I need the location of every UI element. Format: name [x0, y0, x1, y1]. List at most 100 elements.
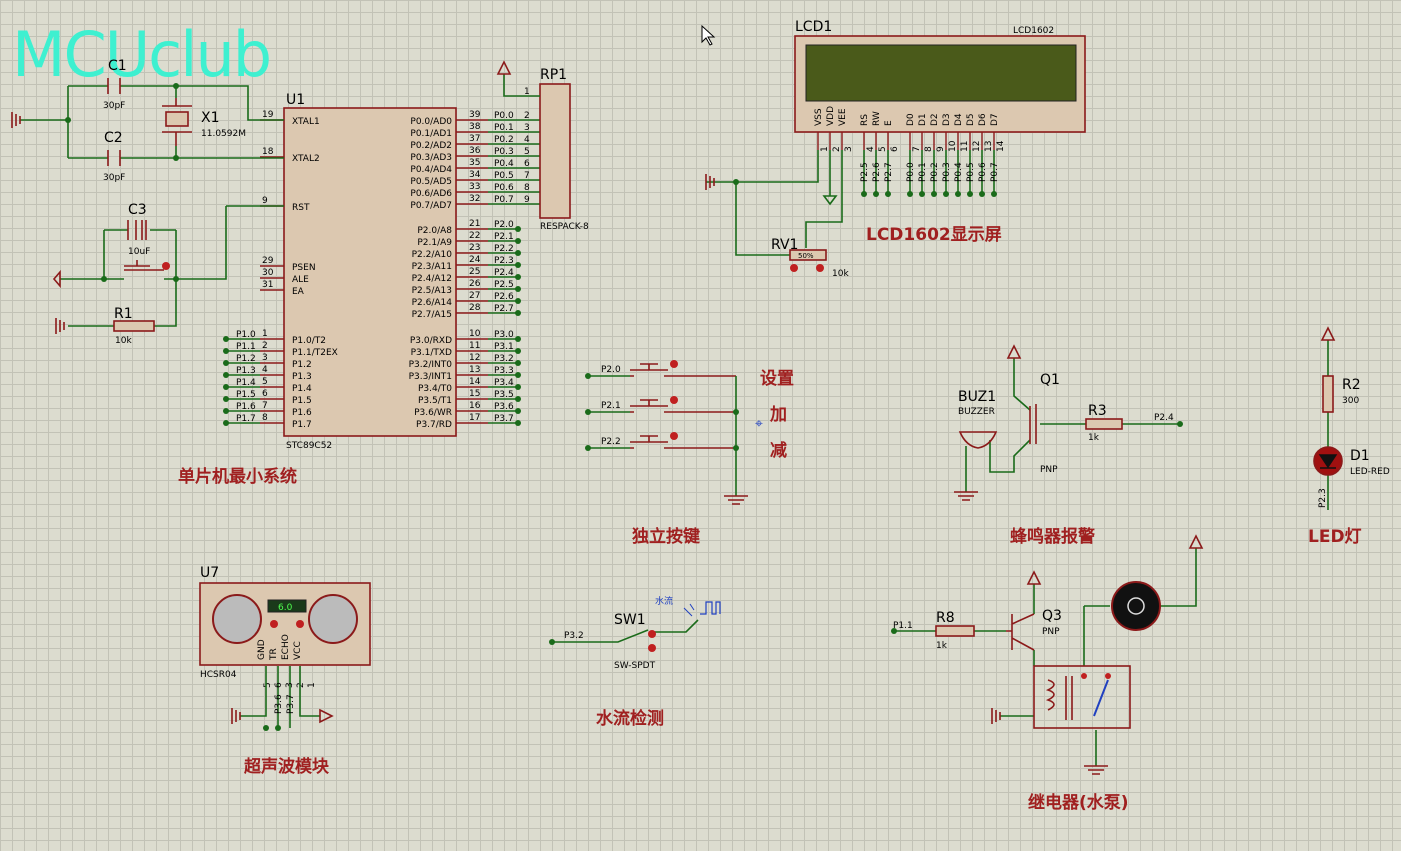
crystal-circuit[interactable]: C1 30pF C2 30pF X1 11.0592M: [11, 58, 284, 183]
mcu-body: [283, 107, 457, 437]
lcd-pin-number: 14: [996, 140, 1006, 152]
crystal-x1: [165, 111, 189, 127]
lcd-pin-name: D4: [954, 113, 964, 126]
pin-number: 15: [469, 389, 480, 399]
lcd-pin-name: D7: [990, 113, 1000, 126]
r3-ref: R3: [1088, 403, 1107, 419]
lcd-pin-number: 6: [890, 146, 900, 152]
rp1-pin-number: 6: [524, 159, 530, 169]
mcu-pin-5[interactable]: 5P1.4P1.4: [223, 377, 312, 394]
mcu-pin-4[interactable]: 4P1.3P1.3: [223, 365, 312, 382]
relay-body: [1033, 665, 1131, 729]
pin-number: 4: [262, 365, 268, 375]
lcd-pin-name: D2: [930, 113, 940, 126]
pin-name: P1.4: [292, 384, 312, 394]
mcu-pin-3[interactable]: 3P1.2P1.2: [223, 353, 312, 370]
buzzer-circuit[interactable]: BUZ1 BUZZER Q1 PNP R3 1k P2.4: [954, 344, 1183, 501]
reset-circuit[interactable]: C3 10uF R1 10k: [52, 202, 284, 346]
net-label: P0.5: [494, 171, 514, 181]
lcd1602[interactable]: LCD1 LCD1602 VSS1VDD2VEE3RS4P2.5RW5P2.6E…: [705, 19, 1086, 279]
rp1-pin-number: 3: [524, 123, 530, 133]
pin-number: 25: [469, 267, 480, 277]
water-flow-switch[interactable]: 水流 SW1 SW-SPDT P3.2: [549, 595, 721, 671]
mcu-pin-7[interactable]: 7P1.6P1.6: [223, 401, 312, 418]
key-function-label: 设置: [760, 369, 794, 389]
relay-pump-circuit[interactable]: R8 1k Q3 PNP P1.1: [891, 534, 1204, 775]
pin-name: P3.5/T1: [418, 396, 452, 406]
ultrasonic-pin-vcc[interactable]: VCC: [293, 641, 303, 660]
sw1-ref: SW1: [614, 612, 646, 628]
mcu-pin-8[interactable]: 8P1.7P1.7: [223, 413, 312, 430]
r2-ref: R2: [1342, 377, 1361, 393]
mcu-u1[interactable]: U1 STC89C52 19XTAL118XTAL29RST29PSEN30AL…: [223, 92, 540, 451]
led-circuit[interactable]: R2 300 D1 LED-RED P2.3: [1313, 326, 1390, 510]
rp1-pin1: 1: [524, 87, 530, 97]
pin-number: 8: [262, 413, 268, 423]
key-function-label: 减: [770, 440, 787, 461]
ultrasonic-pin-gnd[interactable]: GND: [257, 639, 267, 660]
rp1-ref: RP1: [540, 67, 567, 83]
pin-name: PSEN: [292, 263, 316, 273]
pin-name: EA: [292, 287, 305, 297]
net-label: P3.4: [494, 378, 514, 388]
relay-net-label: P1.1: [893, 621, 913, 631]
mcu-pin-6[interactable]: 6P1.5P1.5: [223, 389, 312, 406]
lcd-pin-number: 11: [960, 141, 970, 152]
pin-name: P0.2/AD2: [410, 141, 452, 151]
